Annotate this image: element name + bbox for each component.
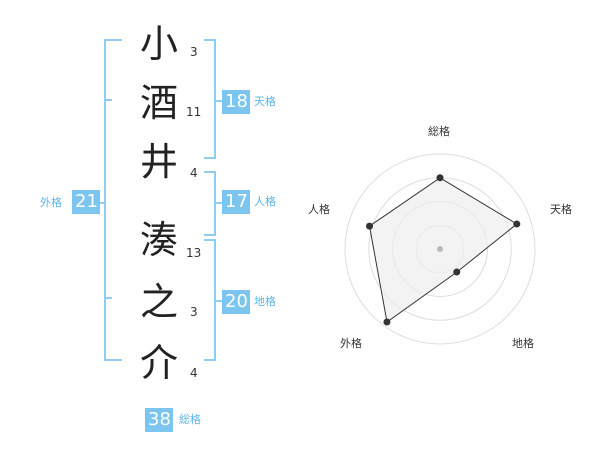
soukaku-label: 総格 [179,413,201,426]
radar-center-dot [437,246,443,252]
radar-point-2 [513,220,521,228]
jinkaku-badge: 17 [222,190,250,214]
stroke-count-4: 13 [186,246,202,260]
tenkaku-label: 天格 [254,95,276,108]
name-char-3: 井 [139,140,178,184]
name-char-5: 之 [139,280,178,324]
radar-point-5 [366,222,374,230]
radar-axis-jinkaku: 人格 [308,203,330,216]
stroke-count-2: 11 [186,105,202,119]
radar-point-1 [436,174,444,182]
name-char-2: 酒 [139,81,178,125]
soukaku-badge: 38 [145,408,173,432]
radar-axis-tenkaku: 天格 [550,203,572,216]
stroke-count-6: 4 [190,366,198,380]
tenkaku-badge: 18 [222,90,250,114]
radar-axis-gaikaku: 外格 [340,337,362,350]
radar-axis-soukaku: 総格 [428,125,450,138]
name-char-4: 湊 [139,218,178,262]
stroke-count-1: 3 [190,45,198,59]
name-char-6: 介 [139,341,178,385]
chikaku-label: 地格 [254,295,276,308]
stroke-count-3: 4 [190,166,198,180]
radar-ring-4 [344,153,536,345]
radar-point-3 [453,268,461,276]
chikaku-badge: 20 [222,290,250,314]
gaikaku-bracket [104,39,122,361]
radar-axis-chikaku: 地格 [512,337,534,350]
radar-polygon [368,177,518,323]
name-char-1: 小 [139,22,178,66]
stroke-count-5: 3 [190,305,198,319]
gaikaku-label: 外格 [40,196,62,209]
jinkaku-label: 人格 [254,195,276,208]
gaikaku-badge: 21 [72,190,100,214]
tenkaku-bracket [204,39,216,159]
radar-point-4 [383,318,391,326]
